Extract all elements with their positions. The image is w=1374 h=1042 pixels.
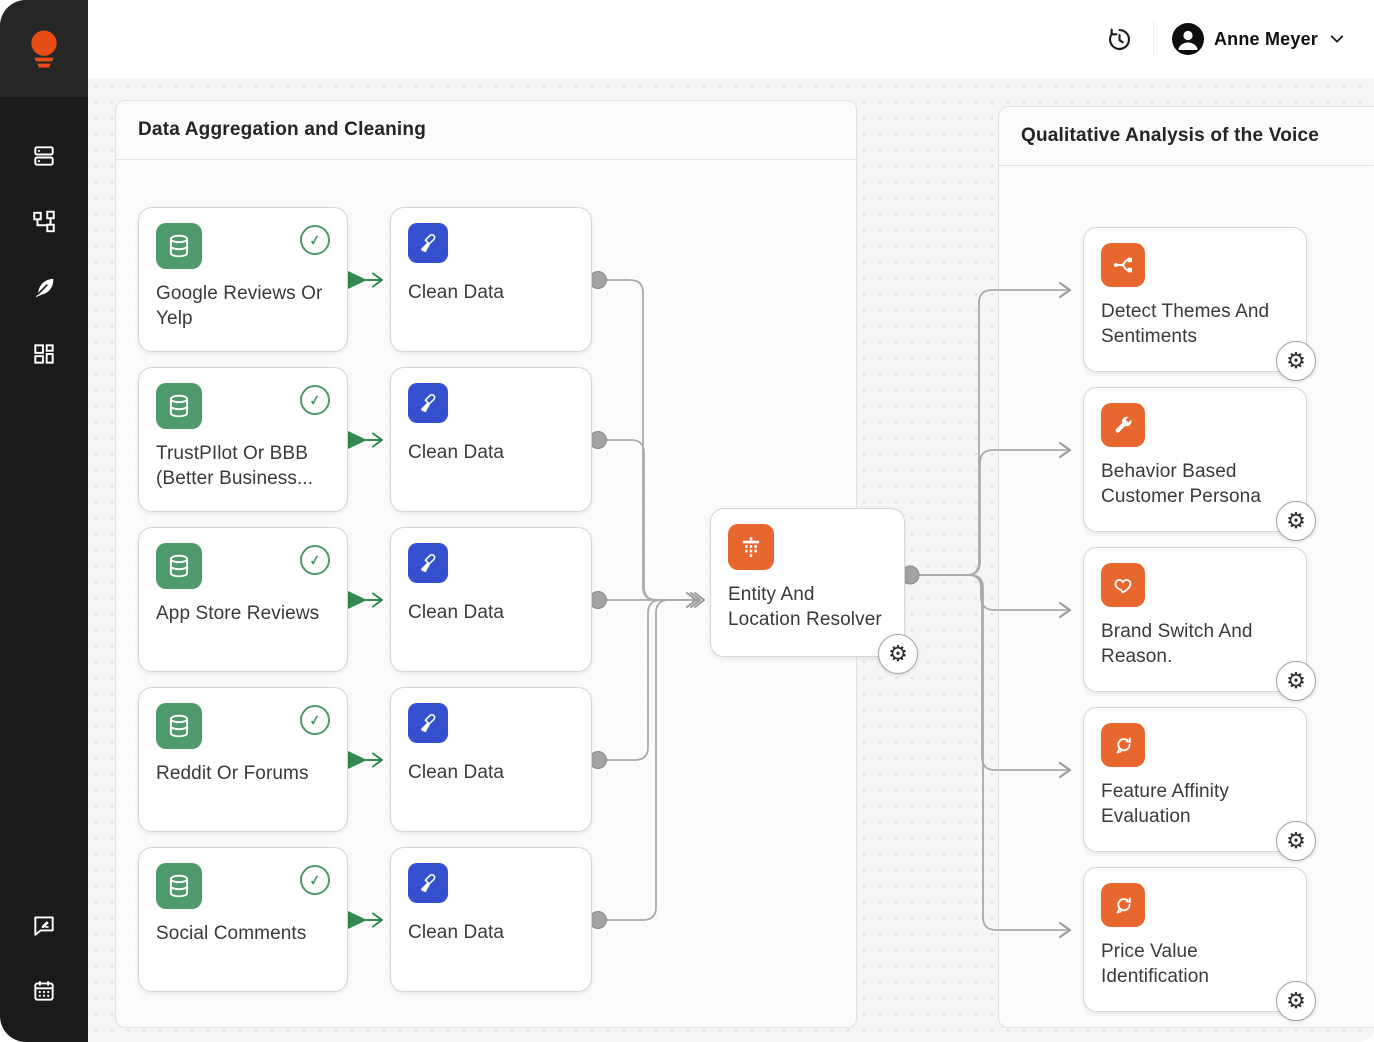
sidebar-item-dashboard[interactable] <box>25 335 63 373</box>
node-label: Brand Switch And Reason. <box>1101 621 1253 667</box>
node-settings-button[interactable]: ⚙ <box>1276 981 1316 1021</box>
dashboard-grid-icon <box>34 344 54 364</box>
node-settings-button[interactable]: ⚙ <box>1276 821 1316 861</box>
database-icon <box>156 863 202 909</box>
app-logo[interactable] <box>0 0 88 97</box>
node-clean-data-1[interactable]: Clean Data <box>390 207 592 352</box>
workflow-tree-icon <box>33 210 55 233</box>
broom-icon <box>408 863 448 903</box>
node-price-value-identification[interactable]: Price Value Identification ⚙ <box>1083 867 1316 1021</box>
node-clean-data-3[interactable]: Clean Data <box>390 527 592 672</box>
database-icon <box>156 383 202 429</box>
calendar-icon <box>34 981 54 1001</box>
node-google-reviews-or-yelp[interactable]: ✓ Google Reviews Or Yelp <box>138 207 348 352</box>
node-label: Social Comments <box>156 923 307 944</box>
sidebar-item-feedback[interactable] <box>25 906 63 944</box>
node-label: Behavior Based Customer Persona <box>1101 461 1262 507</box>
building-icon <box>728 524 774 570</box>
node-feature-affinity-evaluation[interactable]: Feature Affinity Evaluation ⚙ <box>1083 707 1316 861</box>
user-name: Anne Meyer <box>1213 28 1318 49</box>
sidebar-item-compose[interactable] <box>25 269 63 307</box>
topbar-divider <box>1152 21 1154 57</box>
refresh-bubble-icon <box>1101 723 1145 767</box>
section-title: Data Aggregation and Cleaning <box>138 119 427 140</box>
node-clean-data-2[interactable]: Clean Data <box>390 367 592 512</box>
node-trustpilot-or-bbb[interactable]: ✓ TrustPIlot Or BBB (Better Business... <box>138 367 348 512</box>
node-brand-switch-and-reason[interactable]: Brand Switch And Reason. ⚙ <box>1083 547 1316 701</box>
sidebar-nav-bottom <box>25 906 63 1010</box>
server-stack-icon <box>34 146 54 166</box>
user-menu[interactable]: Anne Meyer <box>1170 19 1348 59</box>
node-behavior-based-customer-persona[interactable]: Behavior Based Customer Persona ⚙ <box>1083 387 1316 541</box>
history-icon <box>1109 28 1130 50</box>
user-avatar-icon <box>1171 23 1204 55</box>
node-settings-button[interactable]: ⚙ <box>1276 501 1316 541</box>
wrench-icon <box>1101 403 1145 447</box>
gear-icon: ⚙ <box>1286 828 1306 853</box>
node-label: Clean Data <box>408 442 505 463</box>
node-clean-data-5[interactable]: Clean Data <box>390 847 592 992</box>
node-settings-button[interactable]: ⚙ <box>878 634 918 674</box>
topbar: Anne Meyer <box>88 0 1374 78</box>
node-social-comments[interactable]: ✓ Social Comments <box>138 847 348 992</box>
database-icon <box>156 223 202 269</box>
broom-icon <box>408 223 448 263</box>
node-label: Entity And Location Resolver <box>728 584 882 630</box>
chevron-down-icon <box>1330 35 1344 43</box>
section-header: Qualitative Analysis of the Voice <box>999 107 1374 166</box>
branch-split-icon <box>1101 243 1145 287</box>
check-circle-icon: ✓ <box>298 383 332 417</box>
message-edit-icon <box>34 916 54 936</box>
gear-icon: ⚙ <box>888 641 908 666</box>
gear-icon: ⚙ <box>1286 348 1306 373</box>
node-label: Reddit Or Forums <box>156 763 309 784</box>
section-title: Qualitative Analysis of the Voice <box>1021 125 1320 146</box>
lightbulb-icon <box>31 30 57 68</box>
database-icon <box>156 703 202 749</box>
sidebar-item-calendar[interactable] <box>25 972 63 1010</box>
history-button[interactable] <box>1102 22 1137 57</box>
node-label: TrustPIlot Or BBB (Better Business... <box>156 443 314 489</box>
node-app-store-reviews[interactable]: ✓ App Store Reviews <box>138 527 348 672</box>
node-clean-data-4[interactable]: Clean Data <box>390 687 592 832</box>
node-reddit-or-forums[interactable]: ✓ Reddit Or Forums <box>138 687 348 832</box>
sidebar-item-workflows[interactable] <box>25 203 63 241</box>
broom-icon <box>408 703 448 743</box>
check-circle-icon: ✓ <box>298 543 332 577</box>
broom-icon <box>408 383 448 423</box>
section-header: Data Aggregation and Cleaning <box>116 101 856 160</box>
node-label: Detect Themes And Sentiments <box>1101 301 1270 347</box>
node-label: Clean Data <box>408 282 505 303</box>
check-circle-icon: ✓ <box>298 223 332 257</box>
gear-icon: ⚙ <box>1286 988 1306 1013</box>
check-circle-icon: ✓ <box>298 863 332 897</box>
node-label: Feature Affinity Evaluation <box>1101 781 1229 827</box>
sidebar <box>0 0 88 1042</box>
node-settings-button[interactable]: ⚙ <box>1276 341 1316 381</box>
node-label: Clean Data <box>408 602 505 623</box>
broom-icon <box>408 543 448 583</box>
feather-icon <box>35 278 54 298</box>
heart-bubble-icon <box>1101 563 1145 607</box>
sidebar-nav-top <box>25 137 63 373</box>
node-detect-themes-and-sentiments[interactable]: Detect Themes And Sentiments ⚙ <box>1083 227 1316 381</box>
check-circle-icon: ✓ <box>298 703 332 737</box>
node-label: Clean Data <box>408 762 505 783</box>
node-entity-and-location-resolver[interactable]: Entity And Location Resolver ⚙ <box>710 508 918 674</box>
node-label: Price Value Identification <box>1101 941 1210 987</box>
node-label: App Store Reviews <box>156 603 320 624</box>
node-label: Clean Data <box>408 922 505 943</box>
node-label: Google Reviews Or Yelp <box>156 283 323 329</box>
gear-icon: ⚙ <box>1286 668 1306 693</box>
node-settings-button[interactable]: ⚙ <box>1276 661 1316 701</box>
refresh-bubble-icon <box>1101 883 1145 927</box>
database-icon <box>156 543 202 589</box>
gear-icon: ⚙ <box>1286 508 1306 533</box>
sidebar-item-data-sources[interactable] <box>25 137 63 175</box>
